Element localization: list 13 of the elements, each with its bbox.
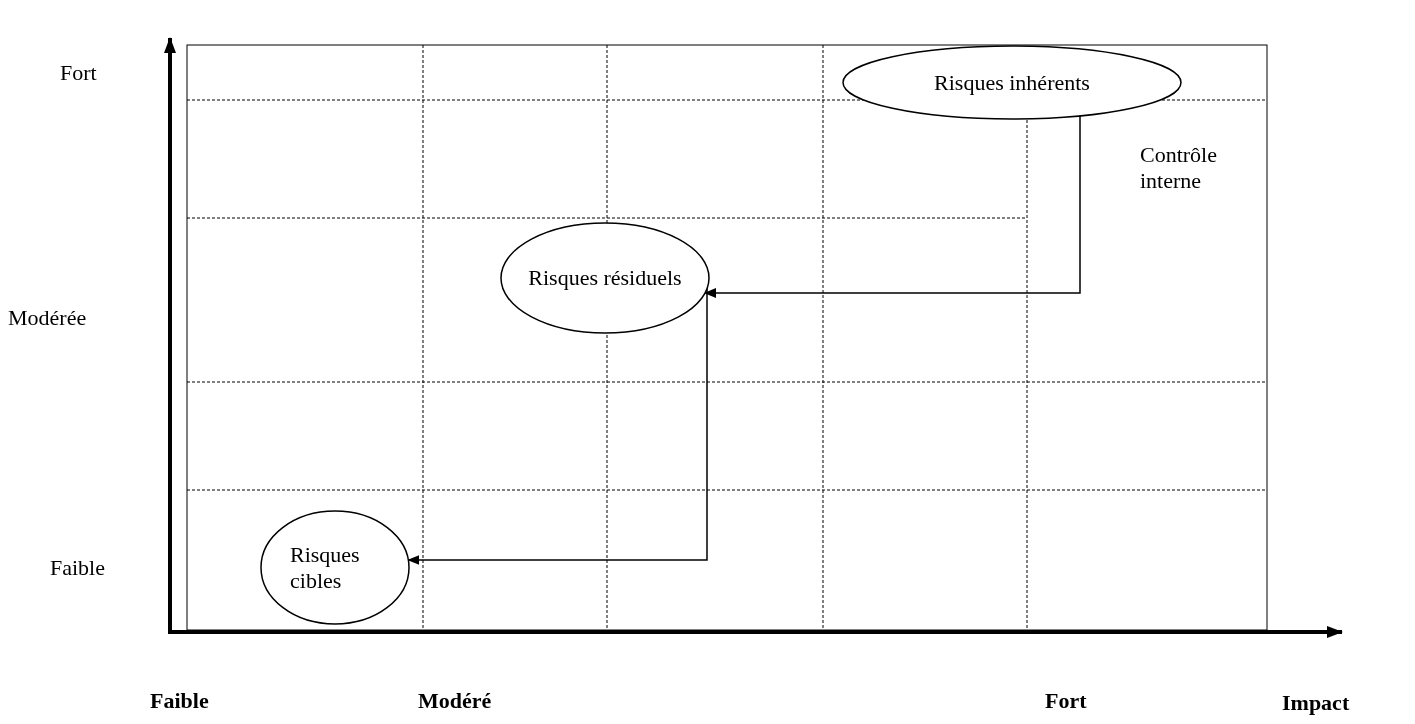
- node-label: Risques résiduels: [528, 265, 682, 291]
- risk-ellipse: [842, 45, 1182, 120]
- node-label: Risques cibles: [290, 541, 361, 594]
- x-axis-label: Modéré: [418, 688, 492, 714]
- y-axis-label: Fort: [60, 60, 97, 86]
- risk-ellipse: [260, 510, 410, 625]
- axis-title: Impact: [1282, 690, 1350, 716]
- risk-ellipse: [500, 222, 710, 334]
- node-label: Risques inhérents: [934, 69, 1090, 96]
- y-axis-label: Faible: [50, 555, 105, 581]
- x-axis-label: Faible: [150, 688, 209, 714]
- x-axis-label: Fort: [1045, 688, 1087, 714]
- y-axis-label: Modérée: [8, 305, 87, 331]
